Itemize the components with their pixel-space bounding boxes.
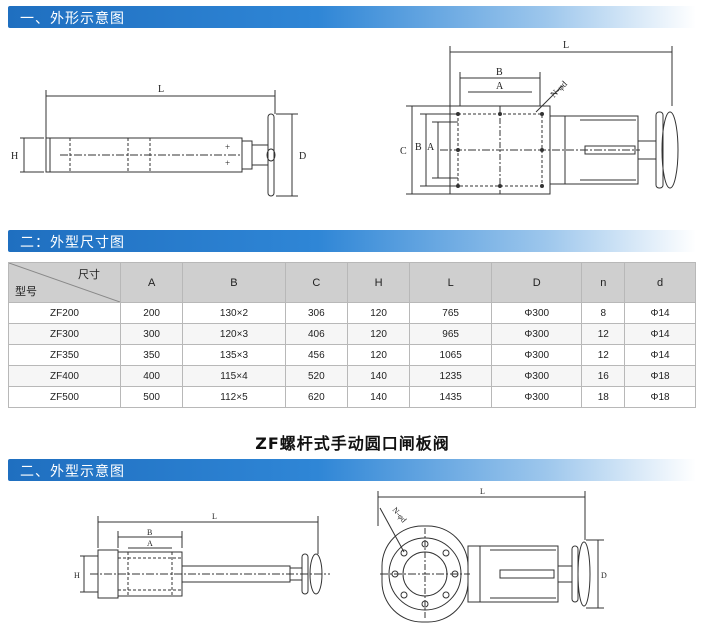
label-A: A [496,81,504,92]
section-header-outline: 一、外形示意图 [8,6,696,28]
value-cell: Φ300 [491,386,583,408]
label-L: L [212,512,217,521]
label-H: H [74,571,80,580]
value-cell: 400 [119,365,184,387]
value-cell: Φ18 [624,386,696,408]
drawing-side-view-1: + + [20,90,298,197]
value-cell: 1235 [409,365,493,387]
value-cell: Φ18 [624,365,696,387]
model-cell: ZF200 [8,302,121,324]
label-C: C [400,146,407,157]
column-header: H [346,262,411,303]
value-cell: 120×3 [182,323,286,345]
column-header: d [624,262,696,303]
value-cell: 456 [284,344,348,366]
label-B: B [147,528,152,537]
label-A: A [427,142,435,153]
value-cell: 112×5 [182,386,286,408]
table-header-row: 尺寸 型号 A B C H L D n d [8,262,696,303]
value-cell: 965 [409,323,493,345]
label-L: L [158,84,164,95]
value-cell: 765 [409,302,493,324]
label-B: B [496,67,503,78]
value-cell: 120 [346,344,411,366]
drawing-top-view-2 [377,491,604,623]
model-cell: ZF350 [8,344,121,366]
value-cell: 306 [284,302,348,324]
value-cell: 620 [284,386,348,408]
drawing-side-view-2 [80,516,330,599]
model-cell: ZF500 [8,386,121,408]
label-L: L [480,487,485,496]
value-cell: 130×2 [182,302,286,324]
column-header: L [409,262,493,303]
label-H: H [11,151,18,162]
value-cell: 12 [581,344,626,366]
value-cell: 520 [284,365,348,387]
value-cell: 120 [346,302,411,324]
section-title: 二：外型尺寸图 [20,235,125,251]
value-cell: 120 [346,323,411,345]
value-cell: 115×4 [182,365,286,387]
label-D: D [601,571,607,580]
value-cell: 8 [581,302,626,324]
column-header: A [119,262,184,303]
value-cell: 18 [581,386,626,408]
corner-label-model: 型号 [15,286,37,298]
value-cell: Φ300 [491,365,583,387]
product-title: ZF螺杆式手动圆口闸板阀 [255,434,450,453]
section-title: 二、外型示意图 [20,464,125,480]
value-cell: Φ14 [624,302,696,324]
value-cell: 1065 [409,344,493,366]
value-cell: Φ300 [491,323,583,345]
label-D: D [299,151,306,162]
value-cell: 12 [581,323,626,345]
value-cell: 1435 [409,386,493,408]
label-B: B [415,142,422,153]
label-L: L [563,40,569,51]
value-cell: Φ300 [491,344,583,366]
column-header: B [182,262,286,303]
value-cell: Φ14 [624,323,696,345]
column-header: D [491,262,583,303]
value-cell: 140 [346,365,411,387]
value-cell: 406 [284,323,348,345]
corner-label-dimension: 尺寸 [78,269,100,281]
column-header: n [581,262,626,303]
value-cell: Φ300 [491,302,583,324]
value-cell: 16 [581,365,626,387]
value-cell: 135×3 [182,344,286,366]
table-corner-cell: 尺寸 型号 [8,262,121,303]
section-header-outline-round: 二、外型示意图 [8,459,696,481]
value-cell: Φ14 [624,344,696,366]
model-cell: ZF300 [8,323,121,345]
section-title: 一、外形示意图 [20,11,125,27]
label-A: A [147,539,153,548]
label-n-phi-d: N-φd [390,506,408,525]
value-cell: 500 [119,386,184,408]
value-cell: 350 [119,344,184,366]
diagonal-divider [9,263,120,302]
svg-text:+: + [225,142,230,152]
model-cell: ZF400 [8,365,121,387]
column-header: C [284,262,348,303]
section-header-dimensions: 二：外型尺寸图 [8,230,696,252]
value-cell: 200 [119,302,184,324]
value-cell: 140 [346,386,411,408]
label-n-phi-d: N-φd [548,78,569,99]
drawing-top-view-1 [406,46,679,195]
value-cell: 300 [119,323,184,345]
svg-text:+: + [225,158,230,168]
